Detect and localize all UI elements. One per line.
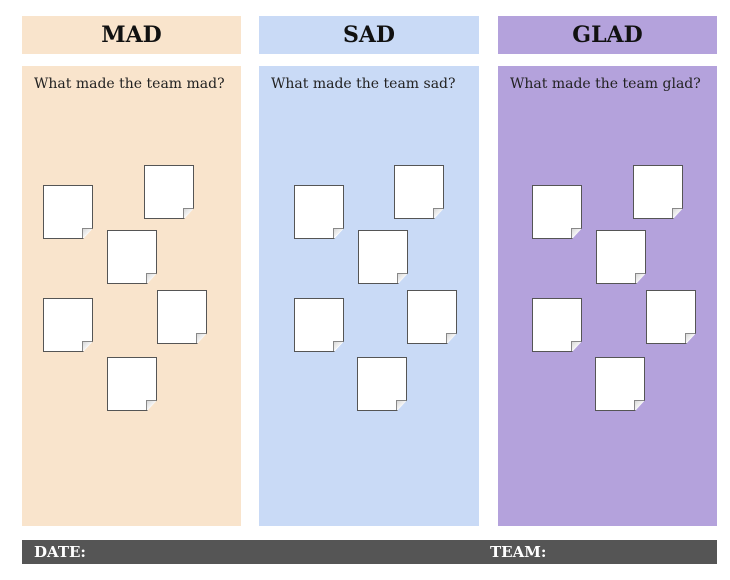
sticky-note[interactable] [294, 185, 344, 239]
sticky-note[interactable] [107, 357, 157, 411]
sad-header: SAD [259, 16, 479, 54]
sticky-note[interactable] [294, 298, 344, 352]
footer-bar: DATE: TEAM: [22, 540, 717, 564]
sticky-note[interactable] [358, 230, 408, 284]
sticky-note[interactable] [596, 230, 646, 284]
sticky-note[interactable] [43, 298, 93, 352]
sticky-note[interactable] [394, 165, 444, 219]
sticky-note[interactable] [532, 185, 582, 239]
mad-board: What made the team mad? [22, 66, 241, 526]
sticky-note[interactable] [43, 185, 93, 239]
sticky-note[interactable] [357, 357, 407, 411]
glad-prompt: What made the team glad? [510, 76, 701, 92]
sticky-note[interactable] [532, 298, 582, 352]
sad-board: What made the team sad? [259, 66, 479, 526]
sticky-note[interactable] [157, 290, 207, 344]
mad-prompt: What made the team mad? [34, 76, 225, 92]
glad-board: What made the team glad? [498, 66, 717, 526]
sticky-note[interactable] [407, 290, 457, 344]
team-label: TEAM: [490, 543, 547, 561]
date-label: DATE: [34, 543, 86, 561]
sticky-note[interactable] [107, 230, 157, 284]
sticky-note[interactable] [646, 290, 696, 344]
sticky-note[interactable] [144, 165, 194, 219]
sticky-note[interactable] [633, 165, 683, 219]
glad-header: GLAD [498, 16, 717, 54]
sticky-note[interactable] [595, 357, 645, 411]
sad-prompt: What made the team sad? [271, 76, 456, 92]
mad-header: MAD [22, 16, 241, 54]
